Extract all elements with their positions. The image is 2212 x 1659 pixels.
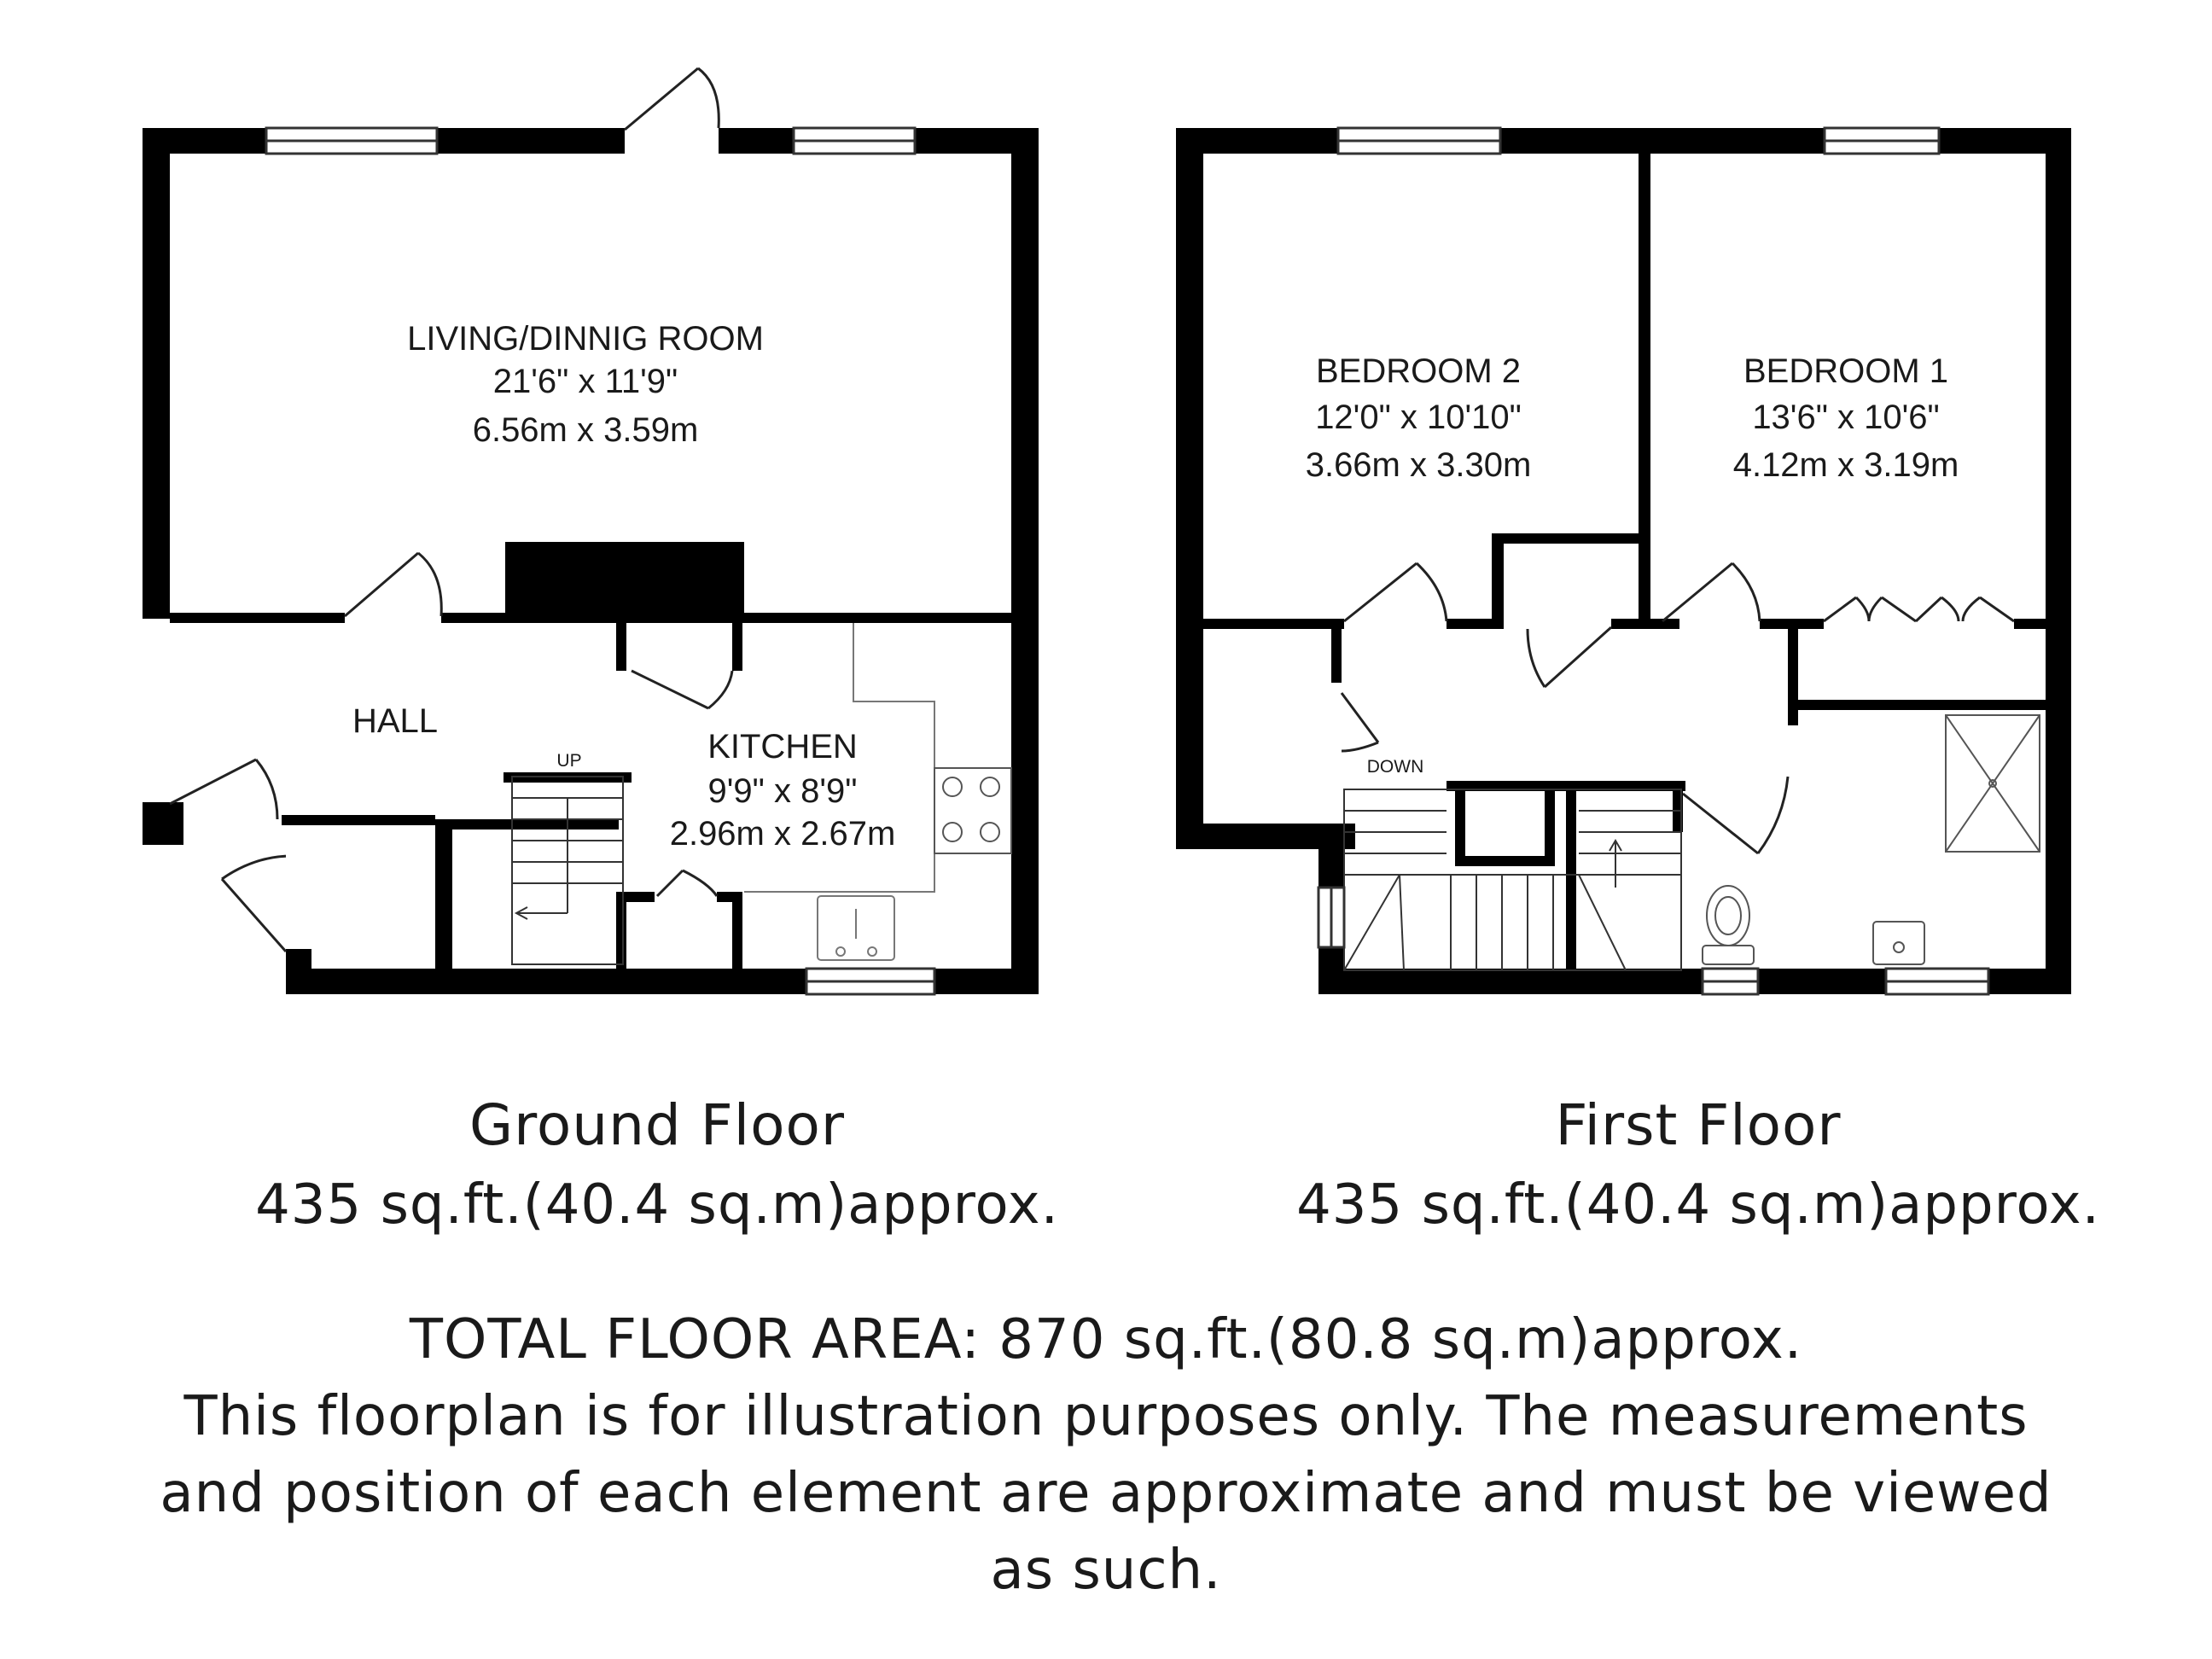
stairs-down-label: DOWN <box>1367 757 1424 777</box>
ground-stairs <box>511 776 624 965</box>
kitchen-imperial: 9'9" x 8'9" <box>708 772 858 810</box>
first-stairs <box>1343 789 1682 971</box>
bedroom2-name: BEDROOM 2 <box>1316 352 1521 390</box>
disclaimer: TOTAL FLOOR AREA: 870 sq.ft.(80.8 sq.m)a… <box>85 1301 2127 1609</box>
first-outer-walls <box>1176 128 2071 994</box>
first-doors <box>1340 562 2015 855</box>
first-windows <box>1317 126 1990 996</box>
toilet-icon <box>1702 885 1755 965</box>
hob-icon <box>934 767 1012 854</box>
ground-floor-area: 435 sq.ft.(40.4 sq.m)approx. <box>255 1173 1059 1237</box>
first-floor-plan <box>1176 126 2071 996</box>
stairs-up-label: UP <box>556 751 581 771</box>
ground-doors <box>169 67 734 952</box>
disclaimer-line-2: and position of each element are approxi… <box>160 1462 2052 1525</box>
first-floor-title: First Floor <box>1555 1092 1842 1158</box>
ground-floor-title: Ground Floor <box>469 1092 845 1158</box>
bedroom1-metric: 4.12m x 3.19m <box>1733 446 1959 484</box>
hall-name: HALL <box>352 702 438 740</box>
bedroom1-imperial: 13'6" x 10'6" <box>1752 399 1939 436</box>
disclaimer-line-1: This floorplan is for illustration purpo… <box>183 1385 2029 1448</box>
first-floor-area: 435 sq.ft.(40.4 sq.m)approx. <box>1296 1173 2100 1237</box>
bedroom1-name: BEDROOM 1 <box>1743 352 1948 390</box>
bedroom2-imperial: 12'0" x 10'10" <box>1315 399 1522 436</box>
living-room-name: LIVING/DINNIG ROOM <box>407 320 764 358</box>
disclaimer-line-3: as such. <box>990 1539 1222 1602</box>
kitchen-name: KITCHEN <box>707 728 858 765</box>
living-room-metric: 6.56m x 3.59m <box>473 411 699 449</box>
wash-basin-icon <box>1872 921 1925 965</box>
ground-windows <box>265 126 936 996</box>
total-floor-area: TOTAL FLOOR AREA: 870 sq.ft.(80.8 sq.m)a… <box>409 1308 1803 1371</box>
bedroom2-metric: 3.66m x 3.30m <box>1306 446 1532 484</box>
living-room-imperial: 21'6" x 11'9" <box>493 363 678 400</box>
ground-floor-plan <box>143 67 1039 996</box>
shower-tray-icon <box>1945 714 2040 853</box>
ground-outer-walls <box>143 128 1039 994</box>
kitchen-metric: 2.96m x 2.67m <box>670 815 896 853</box>
porch <box>286 825 311 949</box>
ground-internal-walls <box>170 613 1011 973</box>
kitchen-units <box>744 623 935 961</box>
